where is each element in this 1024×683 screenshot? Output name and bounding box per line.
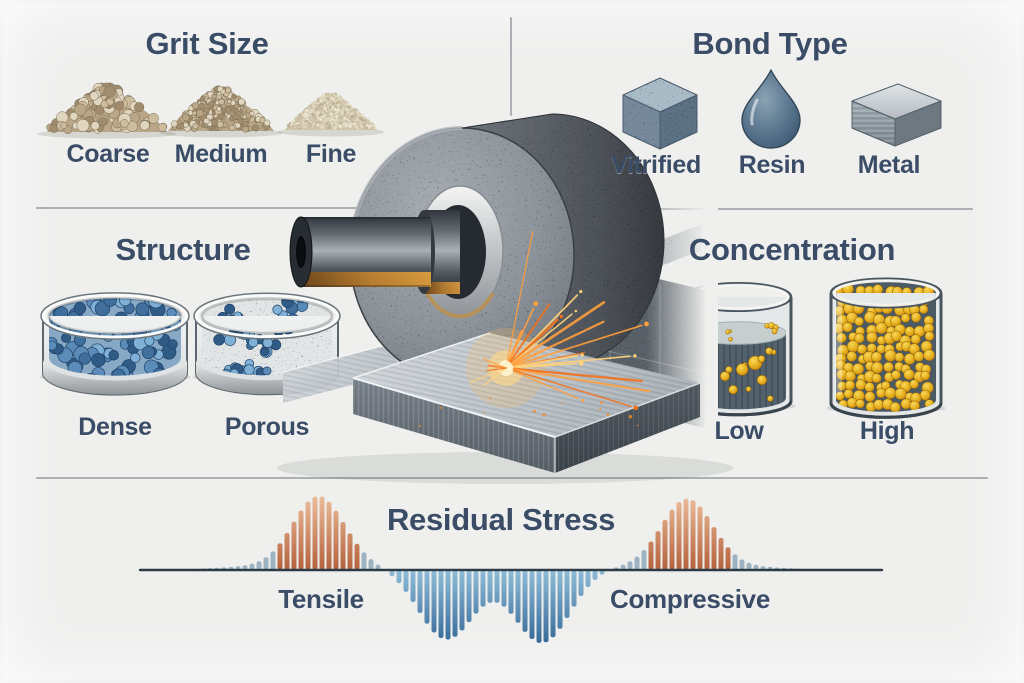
structure-title: Structure bbox=[115, 232, 251, 267]
bond-type-title: Bond Type bbox=[692, 26, 848, 61]
grit-label-fine: Fine bbox=[305, 140, 357, 168]
shaft-bore-hole bbox=[296, 236, 306, 268]
concentration-label-low: Low bbox=[714, 417, 764, 445]
residual-stress-chart bbox=[138, 496, 884, 643]
grit-size-piles bbox=[37, 82, 385, 139]
structure-label-porous: Porous bbox=[224, 413, 310, 441]
bond-label-resin: Resin bbox=[738, 151, 806, 179]
grit-label-coarse: Coarse bbox=[66, 140, 150, 168]
bond-label-metal: Metal bbox=[857, 151, 921, 179]
concentration-label-high: High bbox=[859, 417, 915, 445]
residual-stress-label-compressive: Compressive bbox=[610, 584, 770, 614]
metal-slab-icon bbox=[851, 83, 942, 147]
spindle-shaft bbox=[289, 210, 460, 294]
concentration-title: Concentration bbox=[688, 232, 896, 267]
bond-type-icons bbox=[622, 69, 942, 150]
residual-stress-title: Residual Stress bbox=[386, 502, 616, 537]
concentration-beakers bbox=[680, 277, 946, 419]
grit-label-medium: Medium bbox=[174, 140, 268, 168]
resin-drop-icon bbox=[741, 69, 801, 149]
vitrified-cube-icon bbox=[622, 77, 698, 150]
ground-shadow bbox=[277, 452, 733, 484]
grinding-wheel-illustration bbox=[277, 113, 733, 484]
grit-size-title: Grit Size bbox=[145, 26, 269, 61]
structure-label-dense: Dense bbox=[78, 413, 152, 441]
bond-label-vitrified: Vitrified bbox=[611, 151, 701, 179]
workpiece-block bbox=[352, 332, 701, 473]
structure-dishes bbox=[39, 292, 342, 396]
spark-effect bbox=[418, 231, 651, 427]
residual-stress-label-tensile: Tensile bbox=[278, 584, 364, 614]
